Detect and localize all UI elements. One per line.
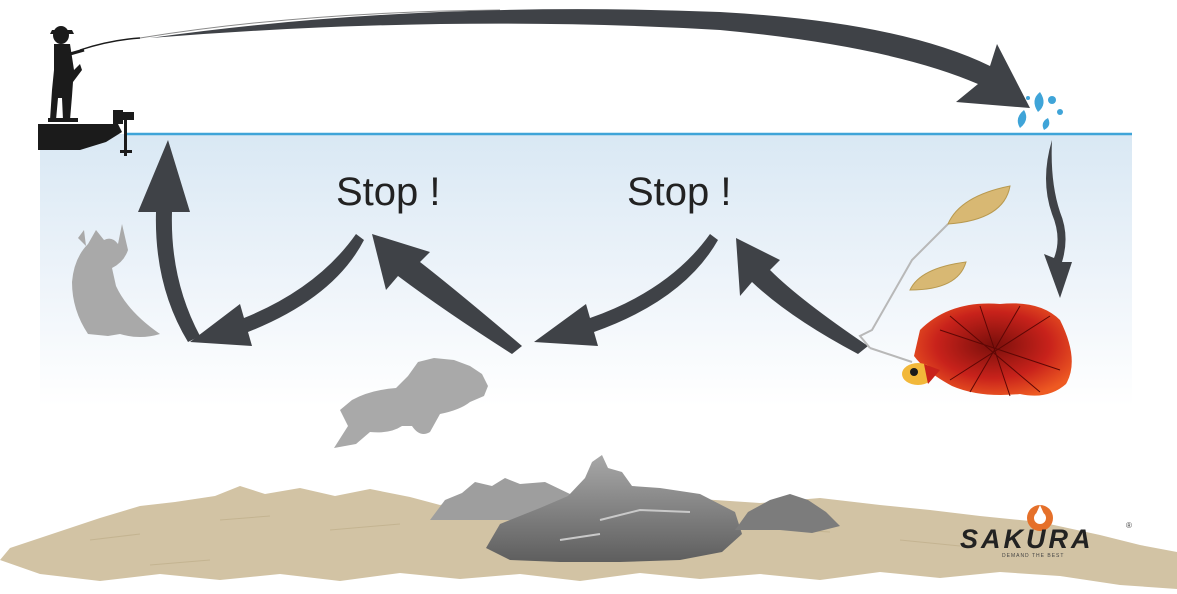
drop-arrow-2 [534,234,718,346]
rock-highlight [559,508,691,541]
bass-silhouette-icon [334,358,488,448]
logo-brand-text: SAKURA [960,524,1094,554]
spinnerbait-lure-icon [858,185,1072,397]
angler-on-boat-icon [38,26,141,156]
logo-tagline: DEMAND THE BEST [1002,553,1065,559]
sink-arrow [1044,140,1072,298]
rock-right [735,494,840,533]
rock-main [486,455,742,562]
drop-arrow-1 [190,234,364,346]
water-splash-icon [1017,92,1063,130]
rise-arrow-3 [736,238,868,354]
fishing-line [139,9,501,39]
logo-registered-mark: ® [1126,521,1132,530]
sakura-logo: SAKURA DEMAND THE BEST ® [960,514,1135,560]
rise-arrow-2 [372,234,522,354]
cast-arrow [150,9,1030,108]
stop-label-1: Stop ! [336,170,441,214]
sakura-logo-emblem [1027,505,1053,531]
pike-silhouette-icon [72,224,160,337]
exit-arrow [138,140,200,342]
stop-label-2: Stop ! [627,170,732,214]
